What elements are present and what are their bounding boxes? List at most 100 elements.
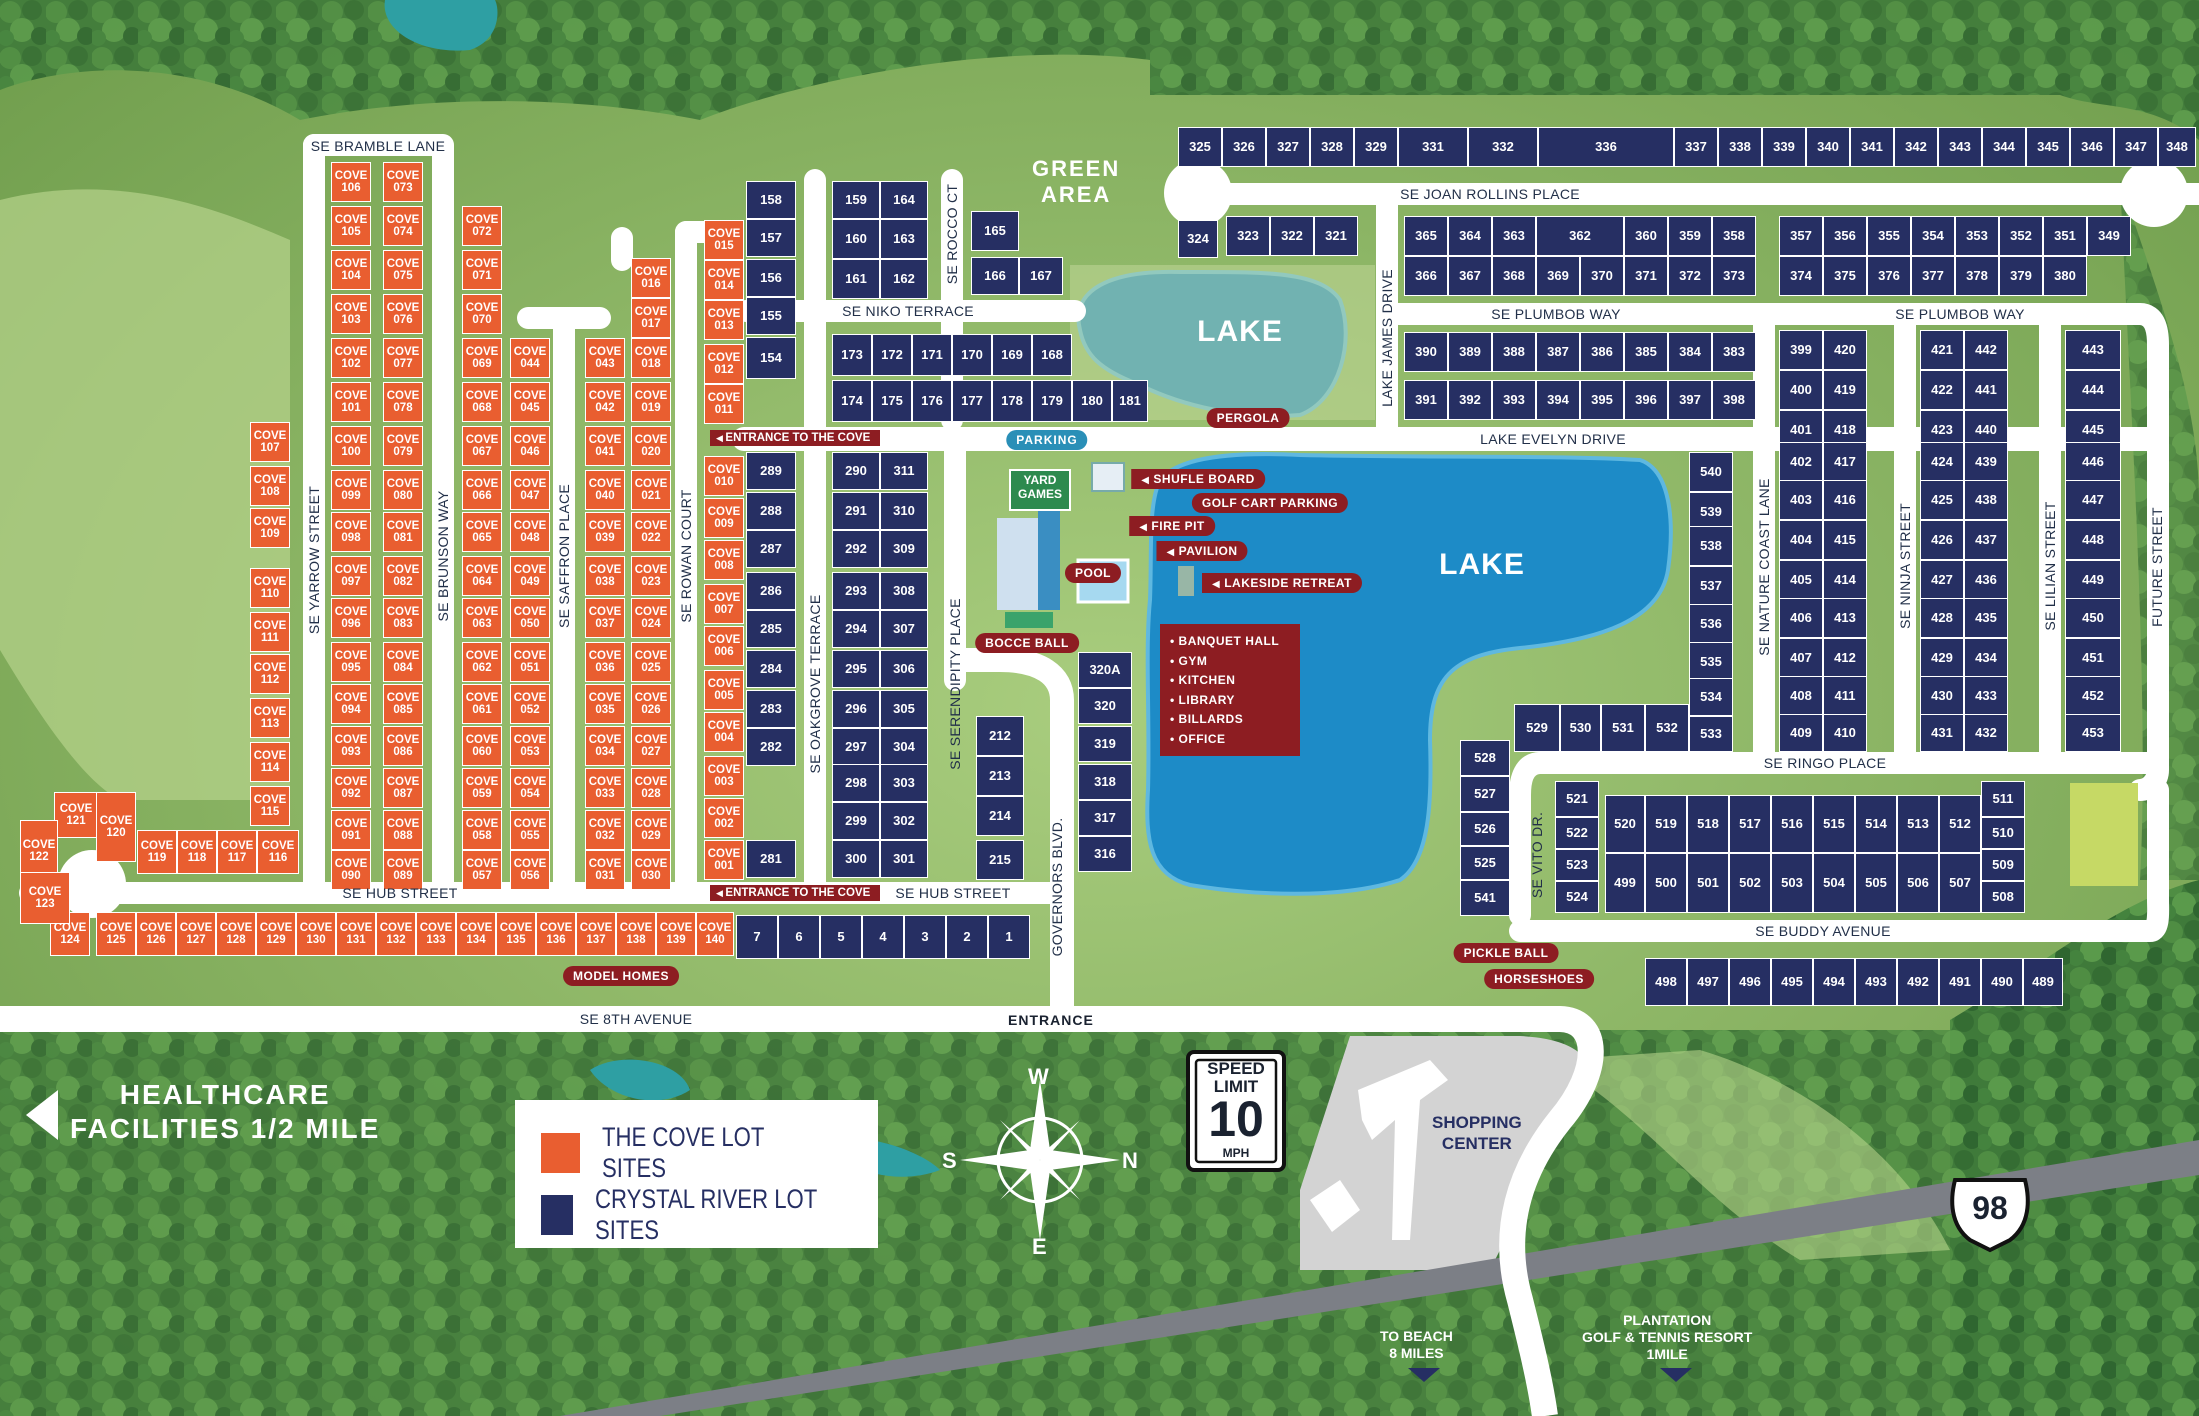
- cove-lot-cove-109[interactable]: COVE 109: [250, 508, 290, 548]
- bocce-ball-label[interactable]: BOCCE BALL: [975, 633, 1079, 653]
- cove-lot-cove-022[interactable]: COVE 022: [631, 512, 671, 552]
- crystal-lot-288[interactable]: 288: [746, 492, 796, 530]
- crystal-lot-6[interactable]: 6: [778, 915, 820, 959]
- crystal-lot-316[interactable]: 316: [1078, 836, 1132, 872]
- crystal-lot-420[interactable]: 420: [1823, 330, 1867, 370]
- crystal-lot-370[interactable]: 370: [1580, 256, 1624, 296]
- crystal-lot-514[interactable]: 514: [1855, 795, 1897, 853]
- crystal-lot-435[interactable]: 435: [1964, 598, 2008, 638]
- cove-lot-cove-099[interactable]: COVE 099: [331, 470, 371, 510]
- crystal-lot-397[interactable]: 397: [1668, 380, 1712, 420]
- crystal-lot-308[interactable]: 308: [880, 572, 928, 610]
- crystal-lot-340[interactable]: 340: [1806, 127, 1850, 167]
- crystal-lot-306[interactable]: 306: [880, 650, 928, 688]
- crystal-lot-173[interactable]: 173: [832, 334, 872, 376]
- crystal-lot-3[interactable]: 3: [904, 915, 946, 959]
- crystal-lot-492[interactable]: 492: [1897, 958, 1939, 1006]
- crystal-lot-215[interactable]: 215: [976, 840, 1024, 880]
- entrance-to-cove-north[interactable]: ENTRANCE TO THE COVE: [710, 430, 881, 446]
- crystal-lot-524[interactable]: 524: [1555, 881, 1599, 913]
- cove-lot-cove-132[interactable]: COVE 132: [376, 912, 416, 956]
- crystal-lot-364[interactable]: 364: [1448, 216, 1492, 256]
- cove-lot-cove-098[interactable]: COVE 098: [331, 512, 371, 552]
- cove-lot-cove-001[interactable]: COVE 001: [704, 840, 744, 880]
- crystal-lot-415[interactable]: 415: [1823, 520, 1867, 560]
- crystal-lot-510[interactable]: 510: [1981, 817, 2025, 849]
- cove-lot-cove-038[interactable]: COVE 038: [585, 556, 625, 596]
- crystal-lot-422[interactable]: 422: [1920, 370, 1964, 410]
- crystal-lot-371[interactable]: 371: [1624, 256, 1668, 296]
- crystal-lot-411[interactable]: 411: [1823, 676, 1867, 716]
- cove-lot-cove-017[interactable]: COVE 017: [631, 298, 671, 338]
- crystal-lot-536[interactable]: 536: [1689, 604, 1733, 644]
- cove-lot-cove-118[interactable]: COVE 118: [177, 830, 217, 874]
- crystal-lot-506[interactable]: 506: [1897, 853, 1939, 913]
- crystal-lot-295[interactable]: 295: [832, 650, 880, 688]
- crystal-lot-301[interactable]: 301: [880, 840, 928, 878]
- crystal-lot-176[interactable]: 176: [912, 380, 952, 422]
- crystal-lot-442[interactable]: 442: [1964, 330, 2008, 370]
- crystal-lot-520[interactable]: 520: [1605, 795, 1645, 853]
- cove-lot-cove-065[interactable]: COVE 065: [462, 512, 502, 552]
- crystal-lot-427[interactable]: 427: [1920, 560, 1964, 600]
- crystal-lot-292[interactable]: 292: [832, 530, 880, 568]
- cove-lot-cove-076[interactable]: COVE 076: [383, 294, 423, 334]
- cove-lot-cove-111[interactable]: COVE 111: [250, 612, 290, 652]
- crystal-lot-498[interactable]: 498: [1645, 958, 1687, 1006]
- crystal-lot-346[interactable]: 346: [2070, 127, 2114, 167]
- cove-lot-cove-047[interactable]: COVE 047: [510, 470, 550, 510]
- cove-lot-cove-130[interactable]: COVE 130: [296, 912, 336, 956]
- cove-lot-cove-057[interactable]: COVE 057: [462, 850, 502, 890]
- crystal-lot-490[interactable]: 490: [1981, 958, 2023, 1006]
- crystal-lot-322[interactable]: 322: [1270, 216, 1314, 256]
- crystal-lot-433[interactable]: 433: [1964, 676, 2008, 716]
- crystal-lot-388[interactable]: 388: [1492, 332, 1536, 372]
- crystal-lot-532[interactable]: 532: [1645, 704, 1689, 752]
- crystal-lot-180[interactable]: 180: [1072, 380, 1112, 422]
- cove-lot-cove-102[interactable]: COVE 102: [331, 338, 371, 378]
- crystal-lot-294[interactable]: 294: [832, 610, 880, 648]
- crystal-lot-489[interactable]: 489: [2023, 958, 2063, 1006]
- crystal-lot-518[interactable]: 518: [1687, 795, 1729, 853]
- cove-lot-cove-116[interactable]: COVE 116: [257, 830, 299, 874]
- crystal-lot-519[interactable]: 519: [1645, 795, 1687, 853]
- crystal-lot-212[interactable]: 212: [976, 716, 1024, 756]
- crystal-lot-178[interactable]: 178: [992, 380, 1032, 422]
- crystal-lot-175[interactable]: 175: [872, 380, 912, 422]
- cove-lot-cove-050[interactable]: COVE 050: [510, 598, 550, 638]
- crystal-lot-385[interactable]: 385: [1624, 332, 1668, 372]
- cove-lot-cove-086[interactable]: COVE 086: [383, 726, 423, 766]
- crystal-lot-516[interactable]: 516: [1771, 795, 1813, 853]
- cove-lot-cove-018[interactable]: COVE 018: [631, 338, 671, 378]
- crystal-lot-497[interactable]: 497: [1687, 958, 1729, 1006]
- cove-lot-cove-007[interactable]: COVE 007: [704, 584, 744, 624]
- cove-lot-cove-107[interactable]: COVE 107: [250, 422, 290, 462]
- crystal-lot-450[interactable]: 450: [2065, 598, 2121, 638]
- cove-lot-cove-034[interactable]: COVE 034: [585, 726, 625, 766]
- fire-pit-label[interactable]: FIRE PIT: [1129, 516, 1215, 536]
- crystal-lot-355[interactable]: 355: [1867, 216, 1911, 256]
- shuffle-board-label[interactable]: SHUFLE BOARD: [1131, 469, 1265, 489]
- crystal-lot-504[interactable]: 504: [1813, 853, 1855, 913]
- crystal-lot-324[interactable]: 324: [1178, 220, 1218, 258]
- crystal-lot-325[interactable]: 325: [1178, 127, 1222, 167]
- cove-lot-cove-094[interactable]: COVE 094: [331, 684, 371, 724]
- crystal-lot-387[interactable]: 387: [1536, 332, 1580, 372]
- cove-lot-cove-117[interactable]: COVE 117: [217, 830, 257, 874]
- cove-lot-cove-029[interactable]: COVE 029: [631, 810, 671, 850]
- crystal-lot-352[interactable]: 352: [1999, 216, 2043, 256]
- crystal-lot-494[interactable]: 494: [1813, 958, 1855, 1006]
- clubhouse-list[interactable]: • BANQUET HALL • GYM • KITCHEN • LIBRARY…: [1160, 624, 1300, 756]
- crystal-lot-167[interactable]: 167: [1019, 257, 1063, 295]
- cove-lot-cove-122[interactable]: COVE 122: [20, 820, 58, 882]
- cove-lot-cove-101[interactable]: COVE 101: [331, 382, 371, 422]
- cove-lot-cove-058[interactable]: COVE 058: [462, 810, 502, 850]
- crystal-lot-399[interactable]: 399: [1779, 330, 1823, 370]
- crystal-lot-446[interactable]: 446: [2065, 442, 2121, 482]
- crystal-lot-425[interactable]: 425: [1920, 480, 1964, 520]
- crystal-lot-338[interactable]: 338: [1718, 127, 1762, 167]
- crystal-lot-526[interactable]: 526: [1460, 812, 1510, 846]
- crystal-lot-181[interactable]: 181: [1112, 380, 1148, 422]
- cove-lot-cove-097[interactable]: COVE 097: [331, 556, 371, 596]
- cove-lot-cove-081[interactable]: COVE 081: [383, 512, 423, 552]
